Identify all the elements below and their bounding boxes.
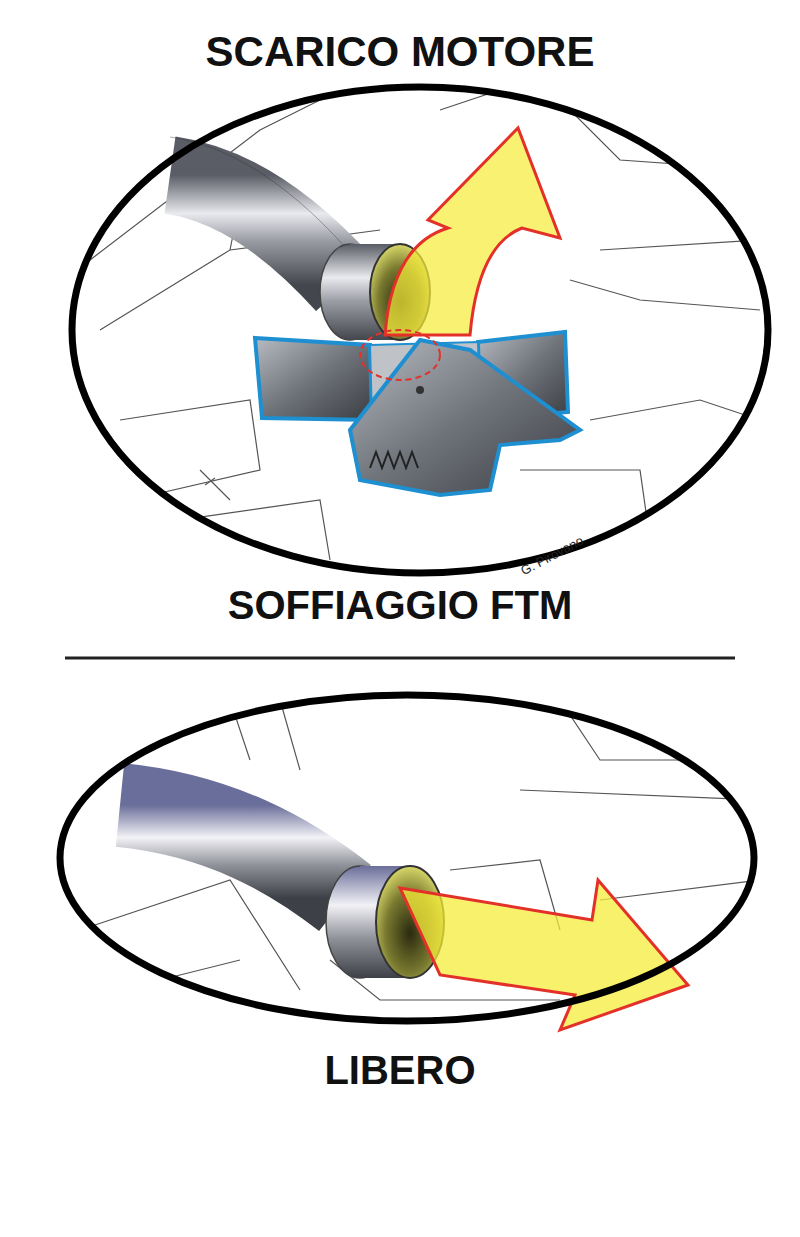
hidden-outlet-edge <box>360 330 440 380</box>
ftm-flaps <box>255 332 580 495</box>
title: SCARICO MOTORE <box>206 28 595 76</box>
top-frame-bg <box>72 87 768 573</box>
panel-label: SOFFIAGGIO FTM <box>228 583 572 628</box>
exhaust-pipe <box>170 175 345 285</box>
background-bodywork <box>90 90 760 560</box>
divider-line <box>65 657 735 660</box>
bottom-frame <box>60 695 754 1021</box>
panel-label: LIBERO <box>324 1048 475 1093</box>
bottom-frame-bg <box>60 695 754 1021</box>
exhaust-pipe <box>120 805 345 898</box>
top-frame <box>72 87 768 573</box>
exhaust-flow-arrow <box>385 128 560 335</box>
